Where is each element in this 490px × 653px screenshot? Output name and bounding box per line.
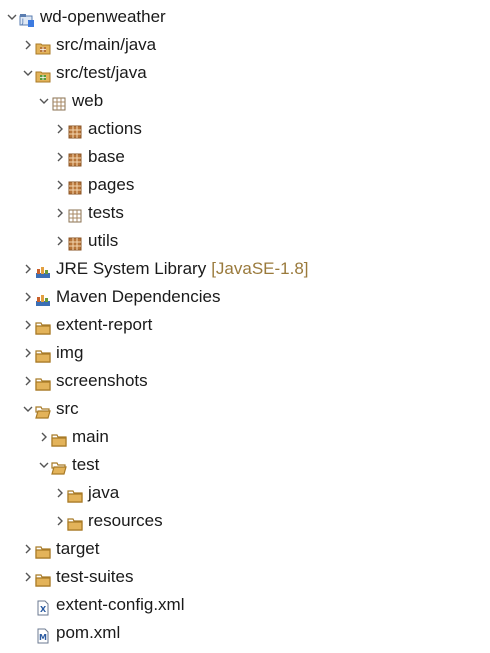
folder-icon [67, 485, 83, 503]
folder-open-icon [35, 401, 51, 419]
tree-item-label: pom.xml [56, 623, 121, 642]
tree-item-target[interactable]: target [0, 535, 490, 563]
chevron-right-icon[interactable] [21, 367, 35, 395]
svg-text:J: J [21, 18, 24, 25]
tree-item-label: extent-config.xml [56, 595, 185, 614]
tree-item-label: actions [88, 119, 142, 138]
java-project-icon: J [19, 9, 35, 27]
tree-item-test[interactable]: test [0, 451, 490, 479]
tree-item-tests[interactable]: tests [0, 199, 490, 227]
package-icon [67, 121, 83, 139]
tree-item-label: src/main/java [56, 35, 157, 54]
chevron-down-icon[interactable] [21, 59, 35, 87]
chevron-right-icon[interactable] [53, 507, 67, 535]
library-icon [35, 289, 51, 306]
tree-item-label: wd-openweather [40, 7, 166, 26]
chevron-down-icon[interactable] [37, 451, 51, 479]
chevron-right-icon[interactable] [21, 339, 35, 367]
tree-item-src[interactable]: src [0, 395, 490, 423]
xml-file-icon: X [35, 597, 51, 616]
tree-item-label: main [72, 427, 109, 446]
tree-item-label: test [72, 455, 100, 474]
tree-item-actions[interactable]: actions [0, 115, 490, 143]
tree-item-java[interactable]: java [0, 479, 490, 507]
folder-icon [51, 429, 67, 447]
chevron-down-icon[interactable] [21, 395, 35, 423]
library-icon [35, 261, 51, 278]
tree-item-label: web [72, 91, 104, 110]
chevron-right-icon[interactable] [21, 283, 35, 311]
tree-item-label: img [56, 343, 84, 362]
tree-item-label: tests [88, 203, 124, 222]
source-folder-icon [35, 37, 51, 55]
chevron-right-icon[interactable] [53, 115, 67, 143]
tree-item-decoration: [JavaSE-1.8] [211, 259, 309, 278]
chevron-right-icon[interactable] [21, 255, 35, 283]
package-icon [67, 177, 83, 195]
chevron-right-icon[interactable] [53, 227, 67, 255]
folder-icon [35, 373, 51, 391]
package-icon [67, 149, 83, 167]
tree-item-utils[interactable]: utils [0, 227, 490, 255]
tree-item-label: src [56, 399, 79, 418]
tree-item-label: test-suites [56, 567, 134, 586]
folder-open-icon [51, 457, 67, 475]
tree-item-label: Maven Dependencies [56, 287, 221, 306]
tree-item-jre-system-library[interactable]: JRE System Library[JavaSE-1.8] [0, 255, 490, 283]
package-icon [67, 233, 83, 251]
folder-icon [67, 513, 83, 531]
tree-item-maven-dependencies[interactable]: Maven Dependencies [0, 283, 490, 311]
tree-item-src-test-java[interactable]: src/test/java [0, 59, 490, 87]
tree-item-label: target [56, 539, 100, 558]
tree-item-label: utils [88, 231, 119, 250]
svg-text:X: X [40, 605, 47, 614]
chevron-right-icon[interactable] [21, 563, 35, 591]
chevron-right-icon[interactable] [21, 311, 35, 339]
tree-item-test-suites[interactable]: test-suites [0, 563, 490, 591]
project-explorer-tree: J wd-openweather src/main/java src/test/… [0, 3, 490, 647]
package-empty-icon [67, 205, 83, 223]
chevron-right-icon[interactable] [53, 143, 67, 171]
tree-item-extent-report[interactable]: extent-report [0, 311, 490, 339]
tree-item-base[interactable]: base [0, 143, 490, 171]
tree-item-label: JRE System Library[JavaSE-1.8] [56, 259, 309, 278]
tree-item-screenshots[interactable]: screenshots [0, 367, 490, 395]
test-source-folder-icon [35, 65, 51, 83]
chevron-right-icon[interactable] [21, 31, 35, 59]
tree-item-label: java [88, 483, 120, 502]
svg-text:M: M [39, 633, 47, 642]
chevron-down-icon[interactable] [37, 87, 51, 115]
folder-icon [35, 541, 51, 559]
chevron-right-icon[interactable] [53, 479, 67, 507]
tree-item-wd-openweather[interactable]: J wd-openweather [0, 3, 490, 31]
tree-item-label: resources [88, 511, 163, 530]
tree-item-label: extent-report [56, 315, 153, 334]
tree-item-label: src/test/java [56, 63, 147, 82]
chevron-right-icon[interactable] [53, 171, 67, 199]
tree-item-resources[interactable]: resources [0, 507, 490, 535]
folder-icon [35, 569, 51, 587]
maven-pom-icon: M [35, 625, 51, 644]
package-empty-icon [51, 93, 67, 111]
tree-item-src-main-java[interactable]: src/main/java [0, 31, 490, 59]
tree-item-web[interactable]: web [0, 87, 490, 115]
tree-item-label: base [88, 147, 125, 166]
tree-item-label: pages [88, 175, 135, 194]
tree-item-pages[interactable]: pages [0, 171, 490, 199]
folder-icon [35, 317, 51, 335]
tree-item-main[interactable]: main [0, 423, 490, 451]
tree-item-img[interactable]: img [0, 339, 490, 367]
folder-icon [35, 345, 51, 363]
chevron-right-icon[interactable] [21, 535, 35, 563]
chevron-down-icon[interactable] [5, 3, 19, 31]
chevron-right-icon[interactable] [53, 199, 67, 227]
chevron-right-icon[interactable] [37, 423, 51, 451]
tree-item-label: screenshots [56, 371, 148, 390]
